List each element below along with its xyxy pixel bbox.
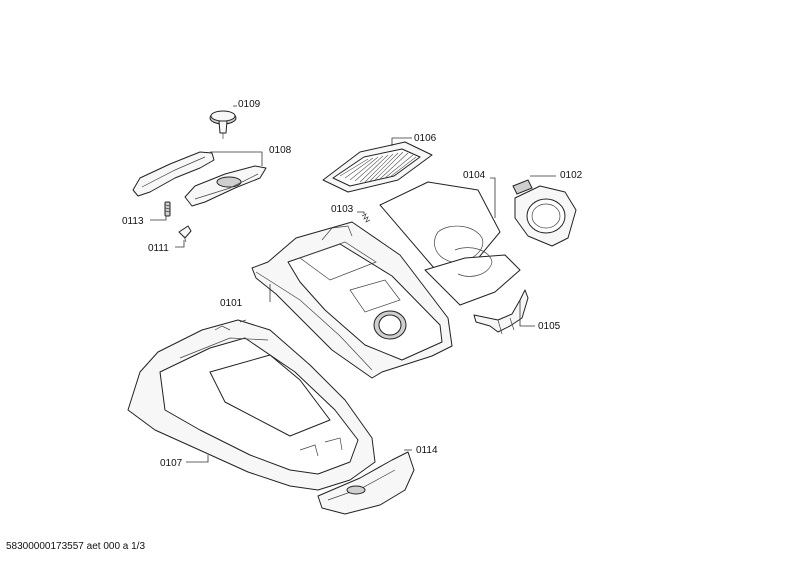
callout-0111: 0111 bbox=[148, 243, 169, 254]
callout-0101: 0101 bbox=[220, 298, 243, 309]
document-id-footer: 58300000173557 aet 000 a 1/3 bbox=[6, 541, 146, 552]
part-0109-knob[interactable] bbox=[209, 110, 237, 139]
part-0103-spring[interactable] bbox=[361, 213, 371, 223]
callout-0105: 0105 bbox=[538, 321, 561, 332]
part-0105-lever[interactable] bbox=[473, 289, 529, 335]
callout-0113: 0113 bbox=[122, 216, 144, 227]
callout-0102: 0102 bbox=[560, 170, 583, 181]
part-0102-hose-connector[interactable] bbox=[512, 179, 577, 247]
callout-0107: 0107 bbox=[160, 458, 183, 469]
callout-0103: 0103 bbox=[331, 204, 354, 215]
part-0107-lower-housing[interactable] bbox=[127, 319, 376, 491]
part-0106-filter-grille[interactable] bbox=[322, 141, 433, 193]
part-0111-clip[interactable] bbox=[178, 225, 192, 243]
callout-0109: 0109 bbox=[238, 99, 261, 110]
callout-0108: 0108 bbox=[269, 145, 292, 156]
callout-0114: 0114 bbox=[416, 445, 438, 456]
part-0113-spring[interactable] bbox=[164, 201, 171, 217]
callout-0106: 0106 bbox=[414, 133, 437, 144]
part-0108-handle-cover[interactable] bbox=[132, 151, 267, 207]
part-0114-front-piece[interactable] bbox=[317, 451, 415, 515]
part-0104-filter-cover[interactable] bbox=[379, 181, 521, 306]
callout-0104: 0104 bbox=[463, 170, 486, 181]
part-0101-upper-housing[interactable] bbox=[251, 221, 453, 379]
